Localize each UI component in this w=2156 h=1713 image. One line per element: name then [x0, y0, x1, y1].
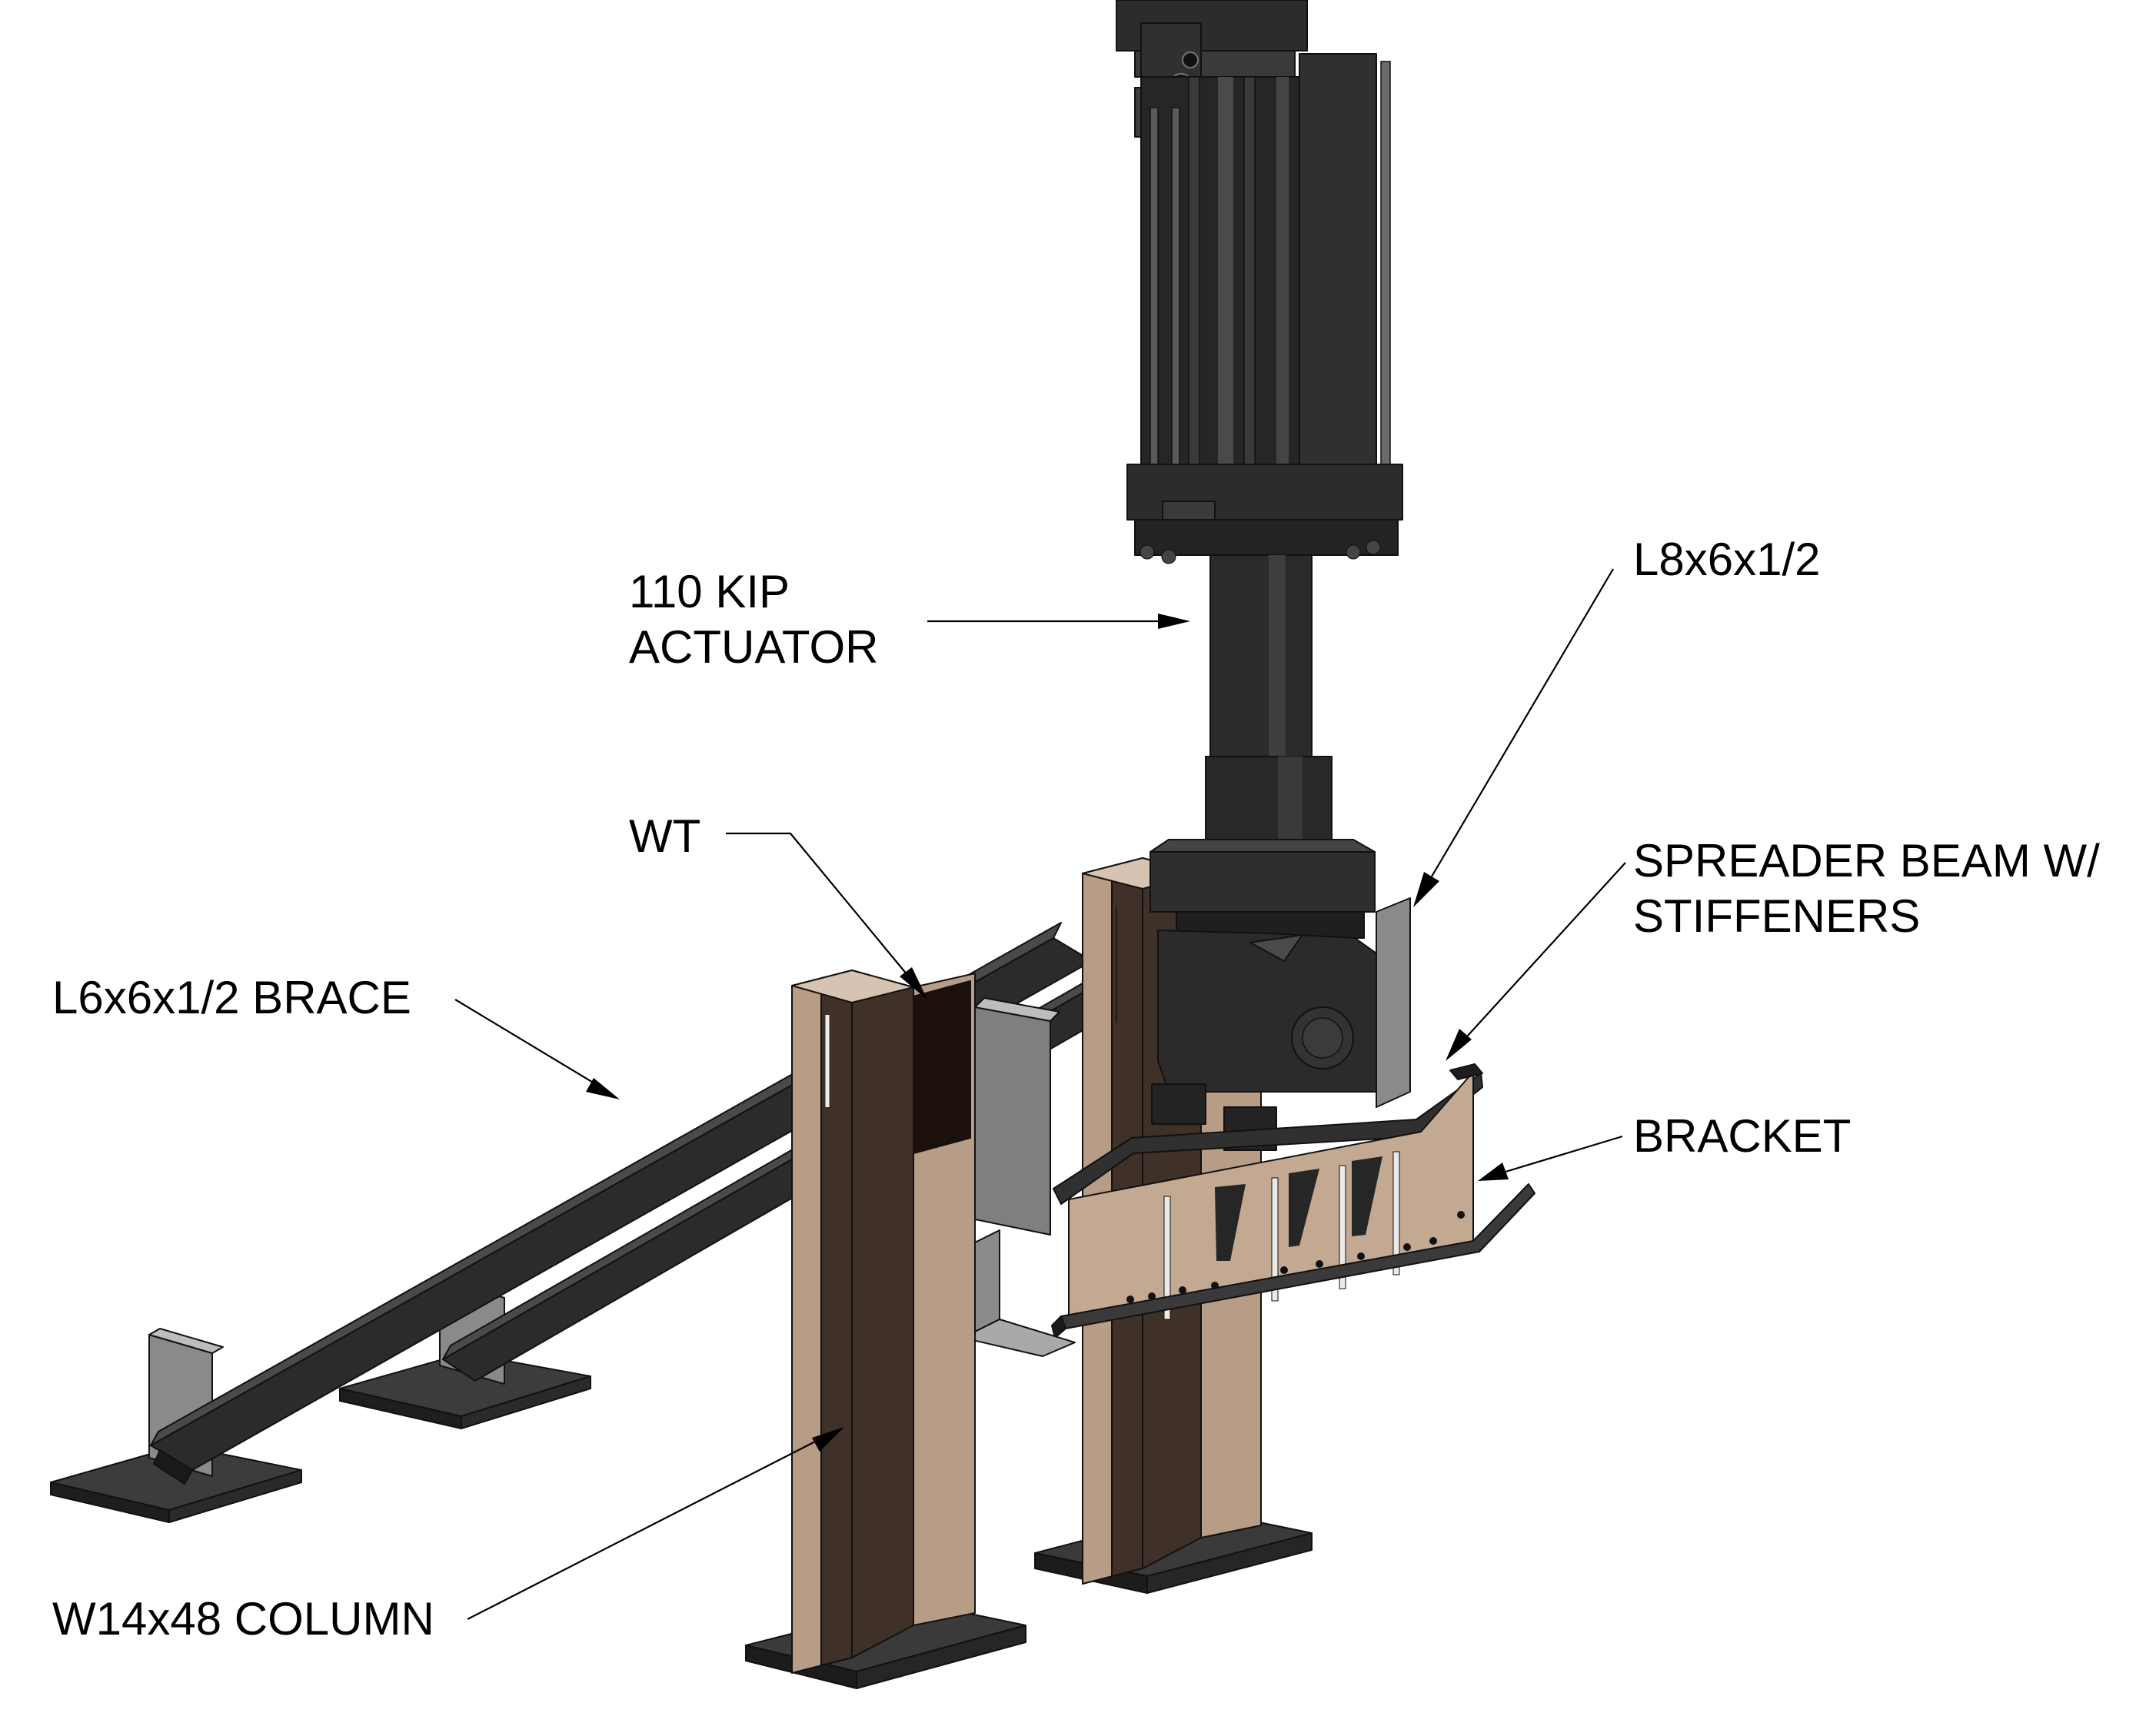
label-spreader-line1: SPREADER BEAM W/ [1633, 835, 2100, 886]
label-spreader-line2: STIFFENERS [1633, 890, 1920, 942]
column-front [791, 970, 1060, 1674]
label-actuator-line1: 110 KIP [629, 566, 790, 617]
angle-l8x6 [1376, 897, 1411, 1108]
label-wt: WT [629, 810, 700, 862]
label-bracket: BRACKET [1633, 1110, 1851, 1162]
label-brace: L6x6x1/2 BRACE [52, 972, 411, 1023]
label-angle: L8x6x1/2 [1633, 534, 1821, 585]
actuator [1116, 0, 1403, 1151]
label-actuator-line2: ACTUATOR [629, 621, 878, 673]
label-column: W14x48 COLUMN [52, 1593, 434, 1645]
spreader-beam [1051, 1063, 1535, 1339]
leader-column [467, 1427, 844, 1620]
leader-spreader [1446, 862, 1626, 1061]
leader-angle [1413, 568, 1614, 907]
leader-bracket [1478, 1135, 1623, 1181]
leader-actuator [927, 614, 1190, 629]
leader-wt [726, 832, 927, 1000]
leader-brace [454, 999, 620, 1099]
